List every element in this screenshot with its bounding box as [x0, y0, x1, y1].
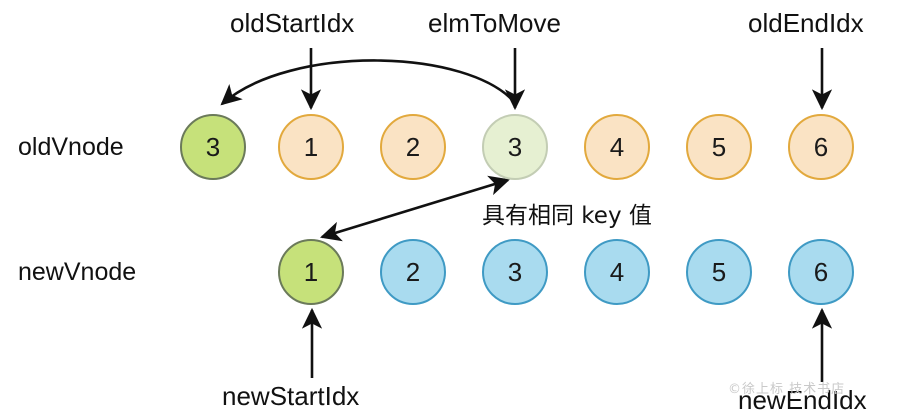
- newvnode-node-0-value: 1: [303, 256, 319, 287]
- oldvnode-node-3-value: 3: [507, 131, 523, 162]
- oldvnode-node-2-value: 2: [405, 131, 421, 162]
- newvnode-node-5-value: 6: [813, 256, 829, 287]
- oldvnode-node-3[interactable]: 3: [482, 114, 548, 180]
- label-elm-to-move: elmToMove: [428, 8, 561, 38]
- oldvnode-node-4-value: 4: [609, 131, 625, 162]
- oldvnode-node-0-value: 3: [205, 131, 221, 162]
- newvnode-node-1-value: 2: [405, 256, 421, 287]
- oldvnode-node-5-value: 5: [711, 131, 727, 162]
- oldvnode-node-1-value: 1: [303, 131, 319, 162]
- oldvnode-node-6[interactable]: 6: [788, 114, 854, 180]
- newvnode-node-5[interactable]: 6: [788, 239, 854, 305]
- watermark: ©徐上标 技术书店: [728, 382, 846, 397]
- label-old-start-idx: oldStartIdx: [230, 8, 355, 38]
- oldvnode-node-4[interactable]: 4: [584, 114, 650, 180]
- oldvnode-node-6-value: 6: [813, 131, 829, 162]
- label-new-end-idx: newEndIdx: [738, 385, 867, 415]
- newvnode-node-4-value: 5: [711, 256, 727, 287]
- newvnode-node-4[interactable]: 5: [686, 239, 752, 305]
- newvnode-node-1[interactable]: 2: [380, 239, 446, 305]
- newvnode-node-3-value: 4: [609, 256, 625, 287]
- arrow-same-key-link: [320, 175, 510, 242]
- arrow-move-curve: [220, 59, 518, 106]
- oldvnode-node-0[interactable]: 3: [180, 114, 246, 180]
- oldvnode-node-2[interactable]: 2: [380, 114, 446, 180]
- newvnode-node-0[interactable]: 1: [278, 239, 344, 305]
- oldvnode-node-1[interactable]: 1: [278, 114, 344, 180]
- newvnode-node-3[interactable]: 4: [584, 239, 650, 305]
- label-new-start-idx: newStartIdx: [222, 381, 360, 411]
- row-label-oldvnode: oldVnode: [18, 133, 124, 161]
- note-same-key: 具有相同 key 值: [482, 203, 652, 229]
- label-old-end-idx: oldEndIdx: [748, 8, 864, 38]
- newvnode-node-2-value: 3: [507, 256, 523, 287]
- oldvnode-node-5[interactable]: 5: [686, 114, 752, 180]
- row-label-newvnode: newVnode: [18, 258, 137, 286]
- newvnode-node-2[interactable]: 3: [482, 239, 548, 305]
